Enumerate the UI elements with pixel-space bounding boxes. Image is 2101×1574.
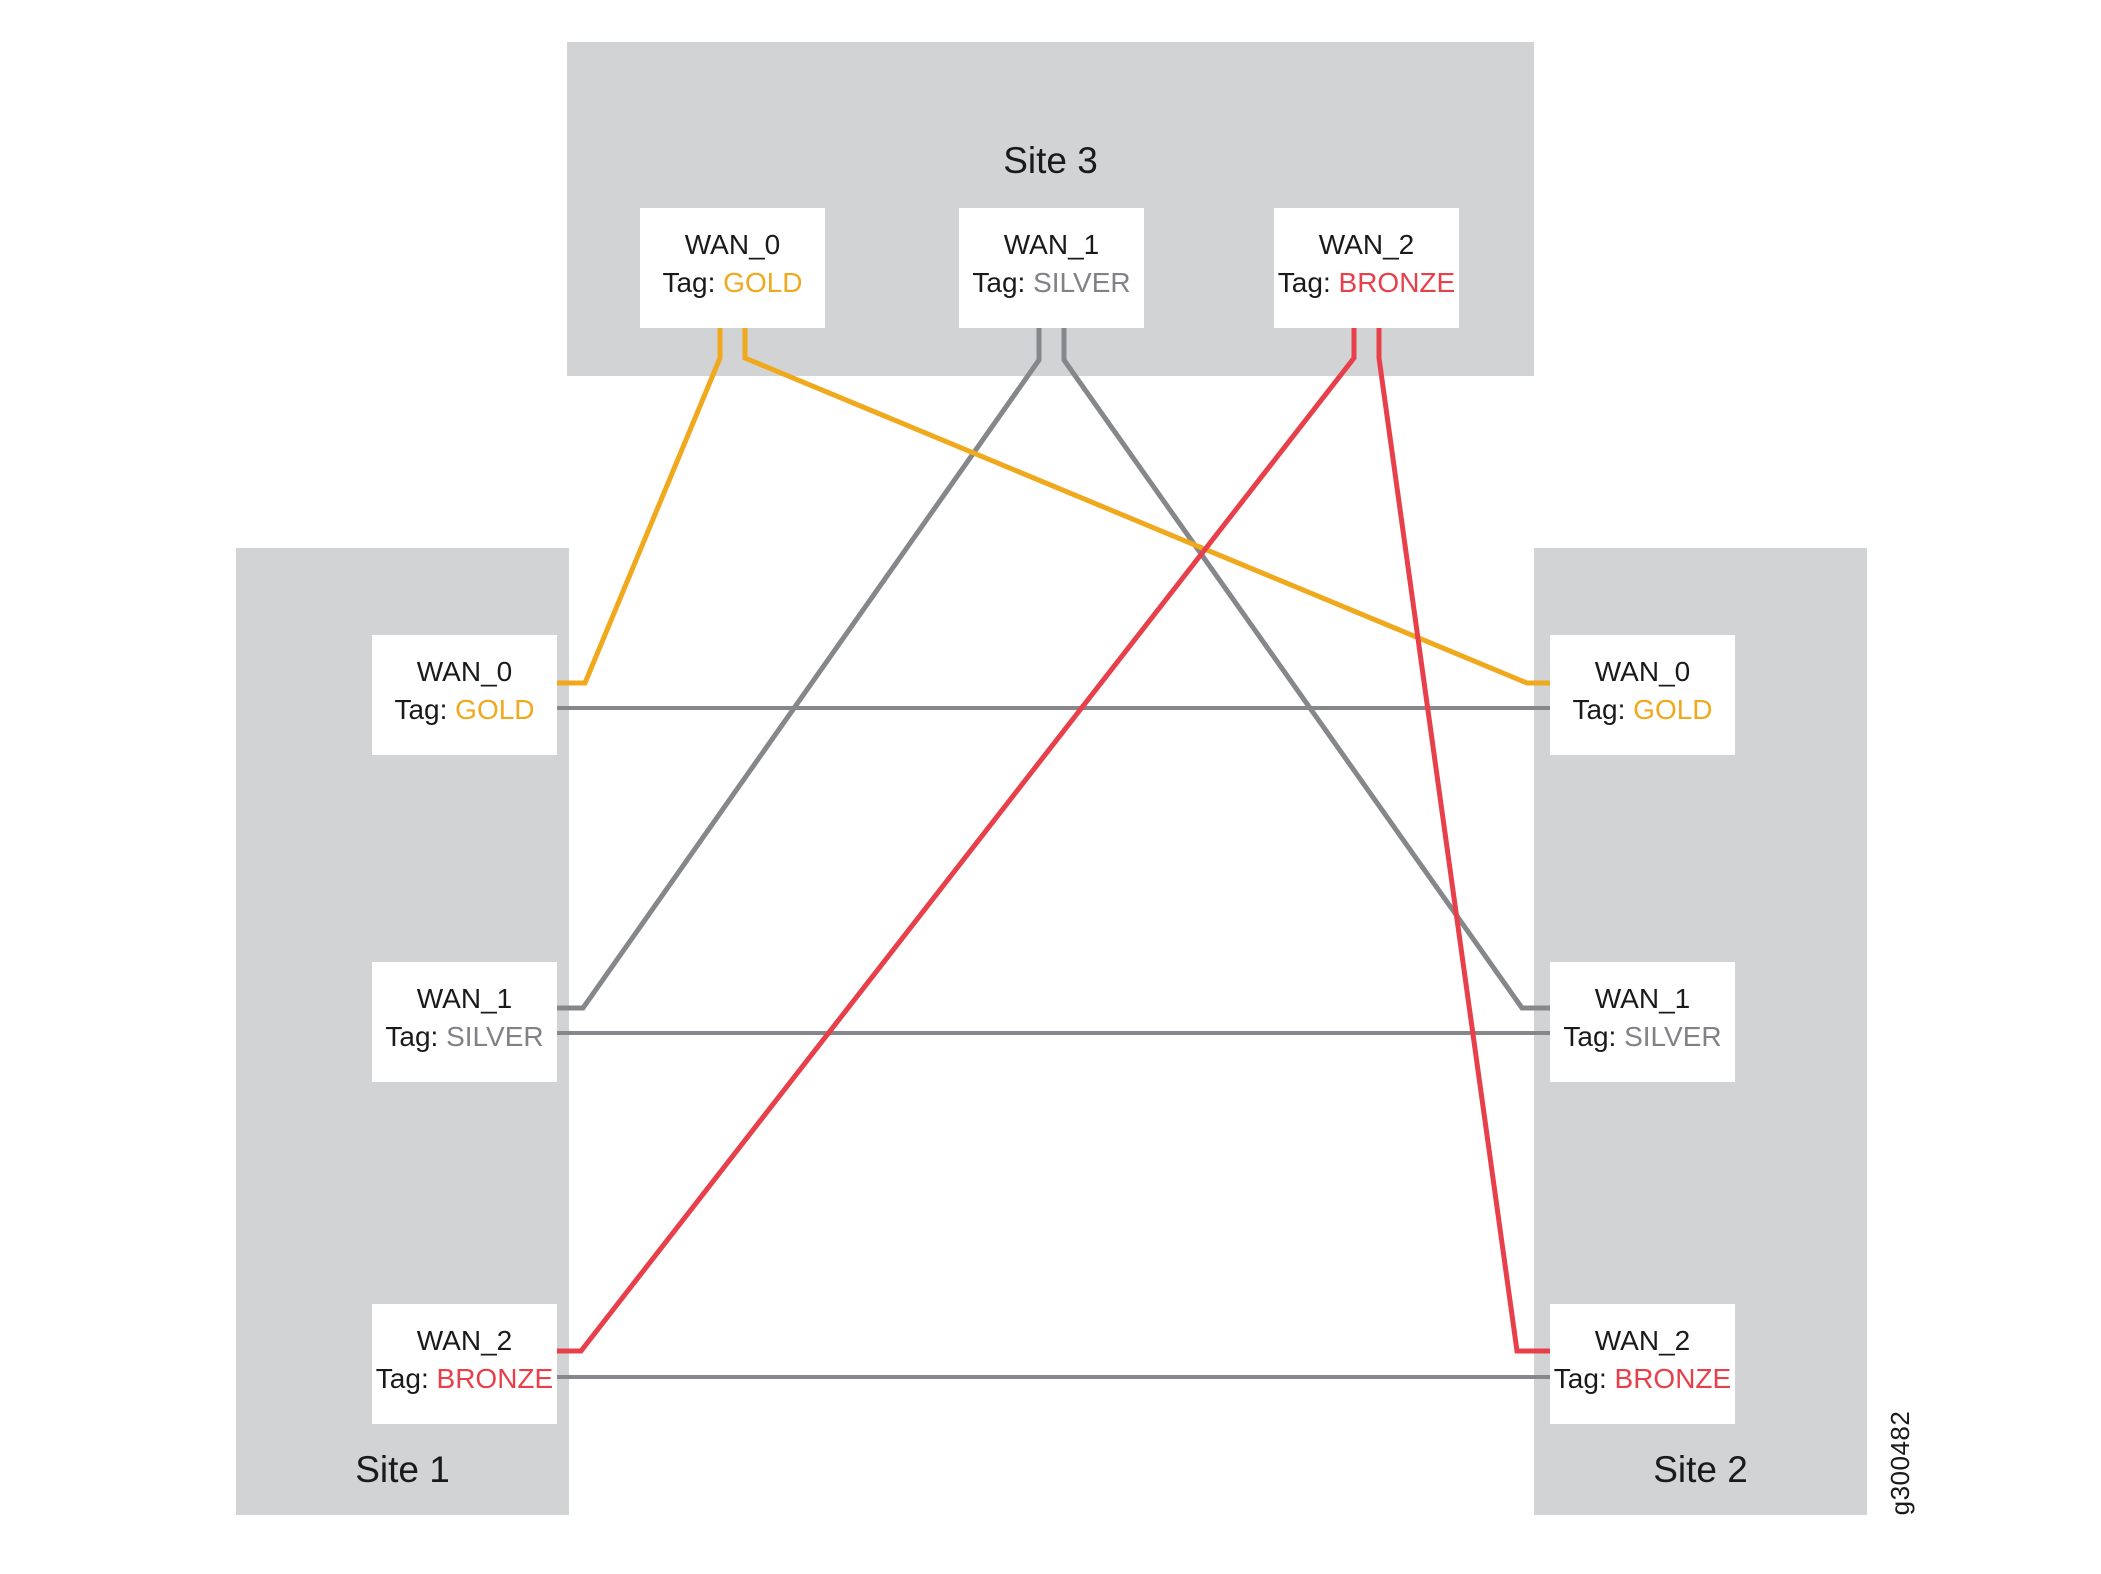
site3-wan1-box: WAN_1 Tag: SILVER: [959, 208, 1144, 328]
link-site3-wan1-site2-wan1: [1061, 328, 1550, 1011]
site1-wan1-tagline: Tag: SILVER: [385, 1018, 543, 1056]
site3-wan1-tag-value: SILVER: [1033, 267, 1131, 298]
figure-id: g300482: [1885, 1410, 1915, 1516]
site1-wan0-tag-prefix: Tag:: [394, 694, 448, 725]
site3-wan2-name: WAN_2: [1318, 229, 1415, 260]
site2-wan0-tag-prefix: Tag:: [1572, 694, 1626, 725]
site2-wan1-box: WAN_1 Tag: SILVER: [1550, 962, 1735, 1082]
site3-wan1-tagline: Tag: SILVER: [972, 264, 1130, 302]
site3-wan1-tag-prefix: Tag:: [972, 267, 1026, 298]
site1-wan1-name: WAN_1: [416, 983, 513, 1014]
site3-wan1-name: WAN_1: [1003, 229, 1100, 260]
site3-wan0-name: WAN_0: [684, 229, 781, 260]
site1-wan1-box: WAN_1 Tag: SILVER: [372, 962, 557, 1082]
site2-wan2-name: WAN_2: [1594, 1325, 1691, 1356]
link-site3-wan2-site1-wan2: [557, 328, 1357, 1354]
site1-wan2-box: WAN_2 Tag: BRONZE: [372, 1304, 557, 1424]
site3-wan2-tag-prefix: Tag:: [1277, 267, 1331, 298]
site2-wan2-tag-prefix: Tag:: [1553, 1363, 1607, 1394]
site2-wan1-name: WAN_1: [1594, 983, 1691, 1014]
site2-wan2-tagline: Tag: BRONZE: [1554, 1360, 1731, 1398]
site3-wan0-box: WAN_0 Tag: GOLD: [640, 208, 825, 328]
site2-wan0-tag-value: GOLD: [1633, 694, 1713, 725]
site2-title: Site 2: [1653, 1449, 1748, 1490]
site3-wan0-tag-prefix: Tag:: [662, 267, 716, 298]
site1-wan1-tag-prefix: Tag:: [385, 1021, 439, 1052]
site3-wan2-tag-value: BRONZE: [1338, 267, 1456, 298]
site3-wan2-box: WAN_2 Tag: BRONZE: [1274, 208, 1459, 328]
site3-wan0-tag-value: GOLD: [723, 267, 803, 298]
site2-wan1-tagline: Tag: SILVER: [1563, 1018, 1721, 1056]
site1-wan1-tag-value: SILVER: [446, 1021, 544, 1052]
site2-wan2-tag-value: BRONZE: [1614, 1363, 1732, 1394]
link-site3-wan1-site1-wan1: [557, 328, 1042, 1011]
site3-wan2-tagline: Tag: BRONZE: [1278, 264, 1455, 302]
site3-title: Site 3: [1003, 140, 1098, 181]
site1-wan0-name: WAN_0: [416, 656, 513, 687]
site2-wan1-tag-prefix: Tag:: [1563, 1021, 1617, 1052]
site1-wan0-box: WAN_0 Tag: GOLD: [372, 635, 557, 755]
site1-wan0-tagline: Tag: GOLD: [394, 691, 534, 729]
site1-title: Site 1: [355, 1449, 450, 1490]
site2-wan0-tagline: Tag: GOLD: [1572, 691, 1712, 729]
site1-wan2-tag-value: BRONZE: [436, 1363, 554, 1394]
link-site3-wan2-site2-wan2: [1376, 328, 1550, 1354]
site2-wan0-box: WAN_0 Tag: GOLD: [1550, 635, 1735, 755]
site1-wan2-name: WAN_2: [416, 1325, 513, 1356]
link-site3-wan0-site1-wan0: [557, 328, 723, 686]
site2-wan2-box: WAN_2 Tag: BRONZE: [1550, 1304, 1735, 1424]
site2-wan0-name: WAN_0: [1594, 656, 1691, 687]
site3-wan0-tagline: Tag: GOLD: [662, 264, 802, 302]
link-site3-wan0-site2-wan0: [742, 328, 1550, 686]
site2-wan1-tag-value: SILVER: [1624, 1021, 1722, 1052]
site1-wan2-tagline: Tag: BRONZE: [376, 1360, 553, 1398]
site1-wan0-tag-value: GOLD: [455, 694, 535, 725]
site1-wan2-tag-prefix: Tag:: [375, 1363, 429, 1394]
